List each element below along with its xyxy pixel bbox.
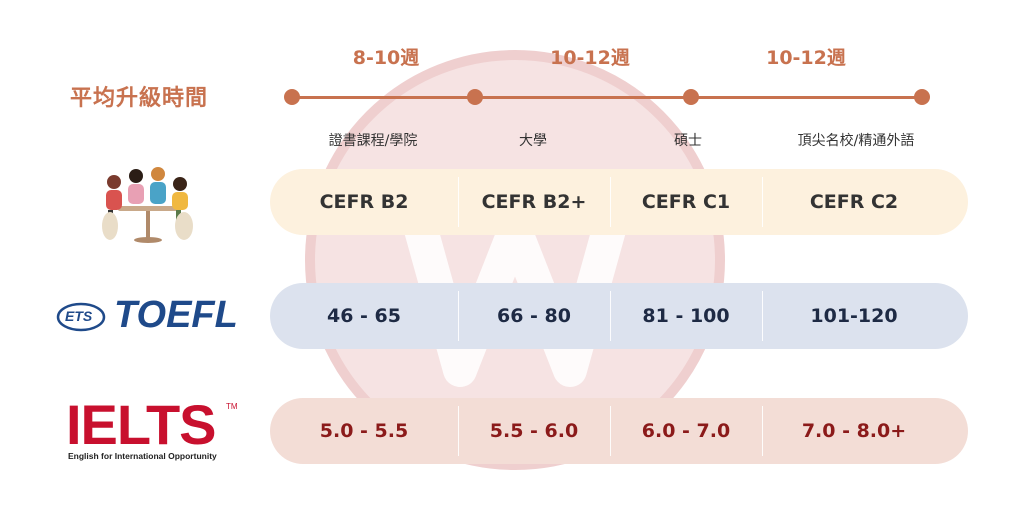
- ielts-score-cell: 6.0 - 7.0: [641, 420, 731, 442]
- divider: [458, 177, 459, 227]
- duration-label: 8-10週: [352, 47, 420, 69]
- toefl-row: 46 - 65 66 - 80 81 - 100 101-120: [270, 283, 968, 349]
- timeline-dot: [683, 89, 699, 105]
- ielts-wordmark: IELTS: [66, 393, 217, 456]
- ielts-score-cell: 5.0 - 5.5: [319, 420, 409, 442]
- level-label-masters: 碩士: [674, 133, 702, 149]
- divider: [458, 291, 459, 341]
- timeline-dot: [467, 89, 483, 105]
- cefr-cell: CEFR C1: [641, 191, 731, 213]
- cefr-cell: CEFR B2+: [481, 191, 587, 213]
- timeline-dot: [284, 89, 300, 105]
- divider: [458, 406, 459, 456]
- students-illustration: [102, 167, 193, 243]
- toefl-score-cell: 101-120: [810, 305, 898, 327]
- ielts-score-cell: 5.5 - 6.0: [489, 420, 579, 442]
- toefl-score-cell: 81 - 100: [642, 305, 730, 327]
- divider: [762, 177, 763, 227]
- ielts-score-cell: 7.0 - 8.0+: [801, 420, 907, 442]
- cefr-cell: CEFR C2: [809, 191, 899, 213]
- ets-label: ETS: [65, 308, 93, 324]
- cefr-row: CEFR B2 CEFR B2+ CEFR C1 CEFR C2: [270, 169, 968, 235]
- timeline-dot: [914, 89, 930, 105]
- duration-label: 10-12週: [550, 47, 630, 69]
- ielts-trademark: TM: [226, 402, 238, 411]
- toefl-logo: ETS TOEFL: [56, 294, 246, 338]
- level-label-top-school: 頂尖名校/精通外語: [797, 133, 915, 149]
- toefl-wordmark: TOEFL: [114, 294, 238, 336]
- ielts-tagline: English for International Opportunity: [68, 451, 217, 461]
- duration-label: 10-12週: [766, 47, 846, 69]
- level-label-certificate: 證書課程/學院: [328, 133, 418, 149]
- timeline-line: [292, 96, 922, 99]
- toefl-score-cell: 66 - 80: [497, 305, 571, 327]
- ets-logo-icon: [56, 302, 106, 332]
- ielts-logo: IELTS TM English for International Oppor…: [66, 393, 246, 468]
- ielts-row: 5.0 - 5.5 5.5 - 6.0 6.0 - 7.0 7.0 - 8.0+: [270, 398, 968, 464]
- level-label-university: 大學: [519, 133, 547, 149]
- divider: [762, 406, 763, 456]
- divider: [762, 291, 763, 341]
- divider: [610, 177, 611, 227]
- toefl-score-cell: 46 - 65: [327, 305, 401, 327]
- cefr-cell: CEFR B2: [319, 191, 409, 213]
- divider: [610, 406, 611, 456]
- divider: [610, 291, 611, 341]
- average-upgrade-time-title: 平均升級時間: [70, 86, 209, 111]
